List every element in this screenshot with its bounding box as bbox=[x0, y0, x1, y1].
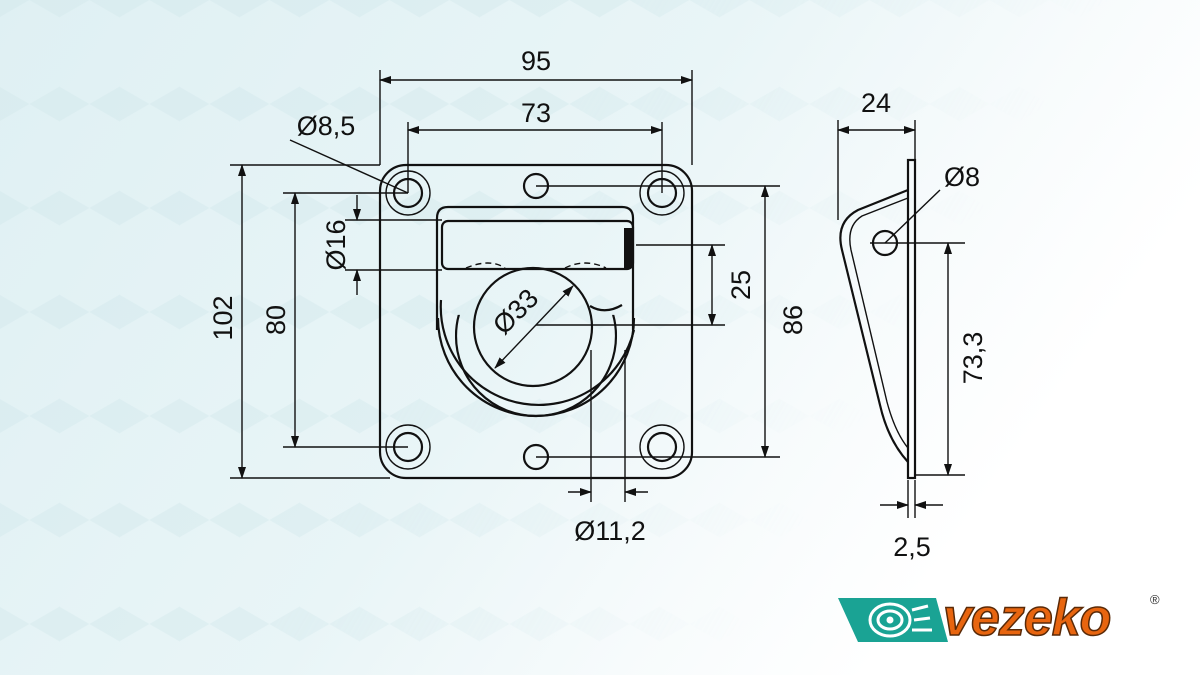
dim-hole-8-5: Ø8,5 bbox=[297, 111, 356, 141]
dim-73-3: 73,3 bbox=[958, 332, 988, 385]
dim-2-5: 2,5 bbox=[893, 532, 931, 562]
brand-name: vezeko bbox=[942, 588, 1112, 648]
registered-mark: ® bbox=[1150, 592, 1160, 607]
dim-ring-33: Ø33 bbox=[487, 283, 544, 340]
swirl-emblem-icon bbox=[838, 598, 948, 642]
side-view bbox=[837, 120, 965, 518]
dim-86: 86 bbox=[778, 305, 808, 335]
dim-24: 24 bbox=[861, 88, 891, 118]
dim-ring-16: Ø16 bbox=[321, 219, 351, 270]
dim-25: 25 bbox=[726, 270, 756, 300]
base-plate bbox=[378, 163, 694, 480]
dim-hole-8: Ø8 bbox=[944, 162, 980, 192]
vezeko-logo: vezeko ® bbox=[838, 588, 1168, 652]
dimension-labels: 95 73 Ø8,5 102 80 Ø16 Ø33 25 86 Ø11,2 24… bbox=[208, 46, 988, 562]
dim-95: 95 bbox=[521, 46, 551, 76]
dimension-lines bbox=[238, 76, 769, 496]
dim-102: 102 bbox=[208, 295, 238, 340]
dim-73: 73 bbox=[521, 98, 551, 128]
mount-holes bbox=[385, 170, 685, 471]
dim-80: 80 bbox=[261, 305, 291, 335]
dim-11-2: Ø11,2 bbox=[574, 516, 646, 546]
front-view bbox=[230, 70, 780, 502]
